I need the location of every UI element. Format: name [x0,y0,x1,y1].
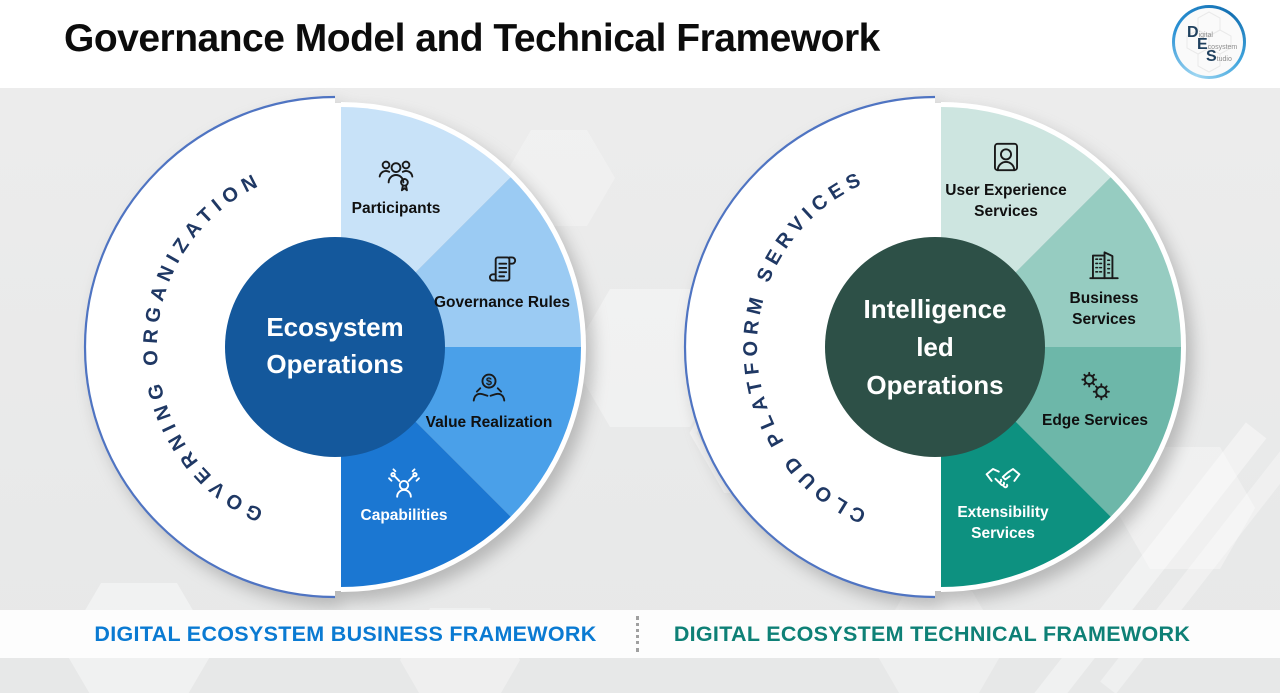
logo-word-digital: igital [1198,32,1213,39]
page-title: Governance Model and Technical Framework [64,17,880,60]
logo-word-ecosystem: cosystem [1207,44,1238,51]
segment-label: Business Services [1069,290,1139,328]
des-logo: Digital Ecosystem Studio [1172,5,1246,79]
segment-label: Participants [351,200,441,217]
segment-label: Edge Services [1042,412,1148,429]
wedge-capabilities: Capabilities [334,462,474,526]
connected-person-icon [384,462,424,502]
logo-letter-d: D [1187,24,1199,41]
left-arc-outline [83,95,336,599]
left-center-label: Ecosystem Operations [266,312,404,379]
participants-icon [376,155,416,195]
right-donut: CLOUD PLATFORM SERVICES Intelligence led… [675,87,1195,607]
segment-label: Value Realization [425,414,553,431]
left-center-circle [225,237,445,457]
segment-label: Extensibility Services [957,504,1049,542]
handshake-icon [983,459,1023,499]
business-framework-label: DIGITAL ECOSYSTEM BUSINESS FRAMEWORK [94,621,597,646]
gears-icon [1075,367,1115,407]
right-donut-graphic: CLOUD PLATFORM SERVICES [683,95,1186,599]
segment-label: Capabilities [360,507,448,524]
wedge-user-experience-services: User Experience Services [926,137,1086,222]
wedge-participants: Participants [321,155,471,219]
wedge-value-realization: $ Value Realization [419,369,559,433]
right-center-label: Intelligence led Operations [863,294,1007,400]
buildings-icon [1084,245,1124,285]
segment-label: User Experience Services [945,182,1067,220]
right-arc-outline [683,95,936,599]
logo-hexagon-pattern [1186,11,1232,73]
wedge-business-services: Business Services [1039,245,1169,330]
left-donut-graphic: GOVERNING ORGANIZATION [83,95,586,599]
left-white-half [85,97,335,597]
logo-letter-s: S [1206,48,1217,65]
wedge-governance-rules: Governance Rules [432,249,572,313]
left-donut: GOVERNING ORGANIZATION Ecosystem Operati… [75,87,595,607]
wedge-extensibility-services: Extensibility Services [933,459,1073,544]
title-bar: Governance Model and Technical Framework… [0,0,1280,88]
right-center-circle [825,237,1045,457]
logo-letter-e: E [1197,36,1208,53]
diagram-canvas: GOVERNING ORGANIZATION Ecosystem Operati… [0,88,1280,693]
logo-word-studio: tudio [1216,56,1232,63]
segment-label: Governance Rules [433,294,571,311]
framework-footer: DIGITAL ECOSYSTEM BUSINESS FRAMEWORK DIG… [0,610,1280,658]
footer-dotted-divider [636,616,639,652]
user-frame-icon [986,137,1026,177]
hands-dollar-icon: $ [469,369,509,409]
scroll-icon [482,249,522,289]
svg-text:$: $ [486,376,492,388]
right-white-half [685,97,935,597]
wedge-edge-services: Edge Services [1030,367,1160,431]
technical-framework-label: DIGITAL ECOSYSTEM TECHNICAL FRAMEWORK [673,621,1191,646]
